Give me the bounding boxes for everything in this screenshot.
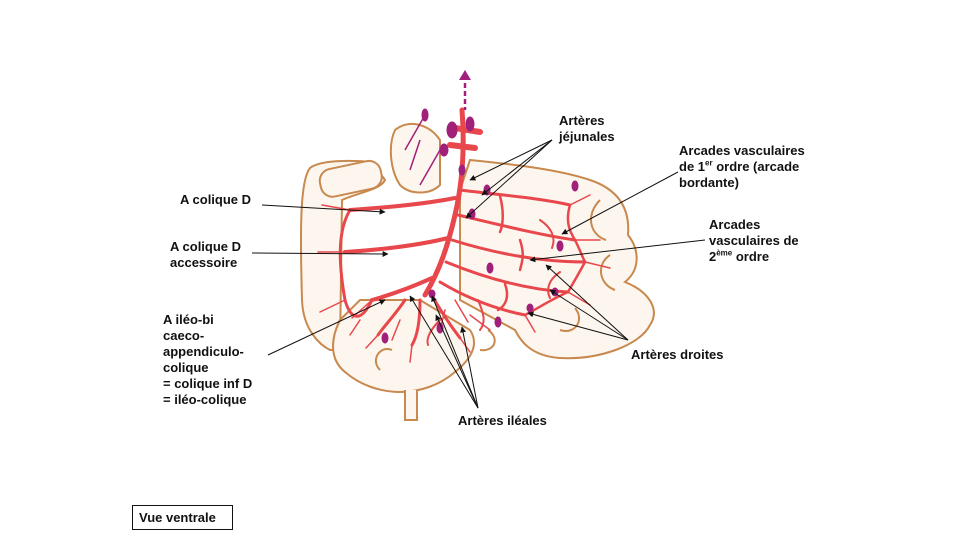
label-arteres-ileales: Artères iléales <box>458 413 547 428</box>
duodenal-vein-branches <box>404 114 441 186</box>
arterial-tree <box>317 107 611 363</box>
ileal-branch-1 <box>438 280 527 317</box>
label-colique-d-accessoire: A colique D accessoire <box>170 239 242 270</box>
label-arcades-1er-ordre: Arcades vasculaires de 1er ordre (arcade… <box>679 143 805 190</box>
terminal-ileum <box>404 390 418 421</box>
vasa-recta <box>317 194 611 363</box>
accessory-right-colic-artery <box>343 236 450 254</box>
jejunal-loops <box>459 158 655 360</box>
ileal-branch-4 <box>376 298 407 337</box>
label-arcades-2eme-ordre: Arcades vasculaires de 2ème ordre <box>709 217 799 264</box>
label-pointers <box>251 139 706 409</box>
vein-arrowhead <box>459 70 471 80</box>
intestine-loops <box>299 122 655 421</box>
label-arteres-droites: Artères droites <box>631 347 724 362</box>
ileocolic-artery <box>370 276 434 302</box>
jejunal-branch-1 <box>458 188 572 207</box>
right-colic-artery <box>348 196 457 212</box>
duodenum-loop <box>389 122 441 194</box>
label-ileo-bi-caeco-appendiculo-colique: A iléo-bi caeco- appendiculo- colique = … <box>163 312 253 407</box>
superior-mesenteric-trunk <box>422 107 466 298</box>
ileal-branch-3 <box>410 298 422 347</box>
transverse-colon-stump <box>318 159 383 198</box>
jejunal-folds <box>374 199 616 371</box>
view-caption-box: Vue ventrale <box>132 505 233 530</box>
second-order-arcades <box>426 219 561 346</box>
ileal-vessel-network <box>349 299 491 341</box>
label-colique-d: A colique D <box>180 192 252 207</box>
label-arteres-jejunales: Artères jéjunales <box>559 113 615 144</box>
